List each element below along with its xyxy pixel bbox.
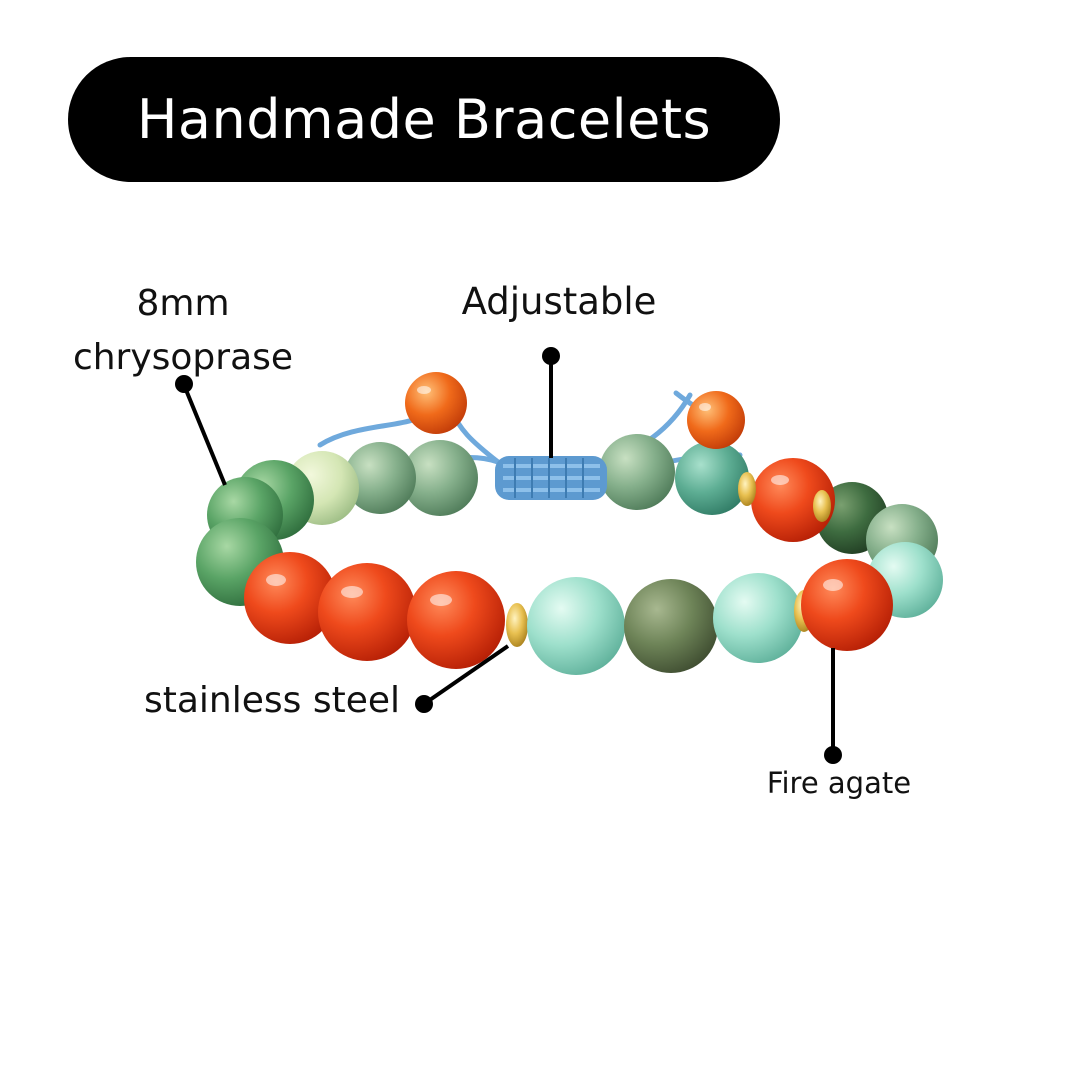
bead-end-orange <box>687 391 745 449</box>
label-chrysoprase-name: chrysoprase <box>72 337 294 378</box>
title-banner: Handmade Bracelets <box>68 57 780 182</box>
macrame-knot <box>495 456 607 500</box>
bead-amazonite <box>527 577 625 675</box>
gold-spacer <box>813 490 831 522</box>
bead-jasper <box>624 579 718 673</box>
bead-amazonite <box>713 573 803 663</box>
page-title: Handmade Bracelets <box>136 88 712 151</box>
gold-spacer <box>506 603 528 647</box>
bead-fire-agate <box>801 559 893 651</box>
bead-fire-agate <box>407 571 505 669</box>
callout-chrysoprase <box>175 375 227 486</box>
bead-back-teal <box>675 441 749 515</box>
bead-back-green <box>599 434 675 510</box>
label-chrysoprase: 8mm chrysoprase <box>58 277 308 385</box>
label-fire-agate: Fire agate <box>766 766 912 800</box>
bead-fire-agate <box>244 552 336 644</box>
label-adjustable: Adjustable <box>461 280 657 323</box>
callout-stainless-steel <box>415 644 510 713</box>
label-stainless-steel: stainless steel <box>144 680 401 721</box>
bead-end-orange <box>405 372 467 434</box>
callout-fire-agate <box>824 648 842 764</box>
label-chrysoprase-size: 8mm <box>136 283 230 324</box>
bead-back-green <box>344 442 416 514</box>
callout-adjustable <box>542 347 560 458</box>
bead-fire-agate <box>318 563 416 661</box>
gold-spacer <box>738 472 756 506</box>
bead-back-green <box>402 440 478 516</box>
